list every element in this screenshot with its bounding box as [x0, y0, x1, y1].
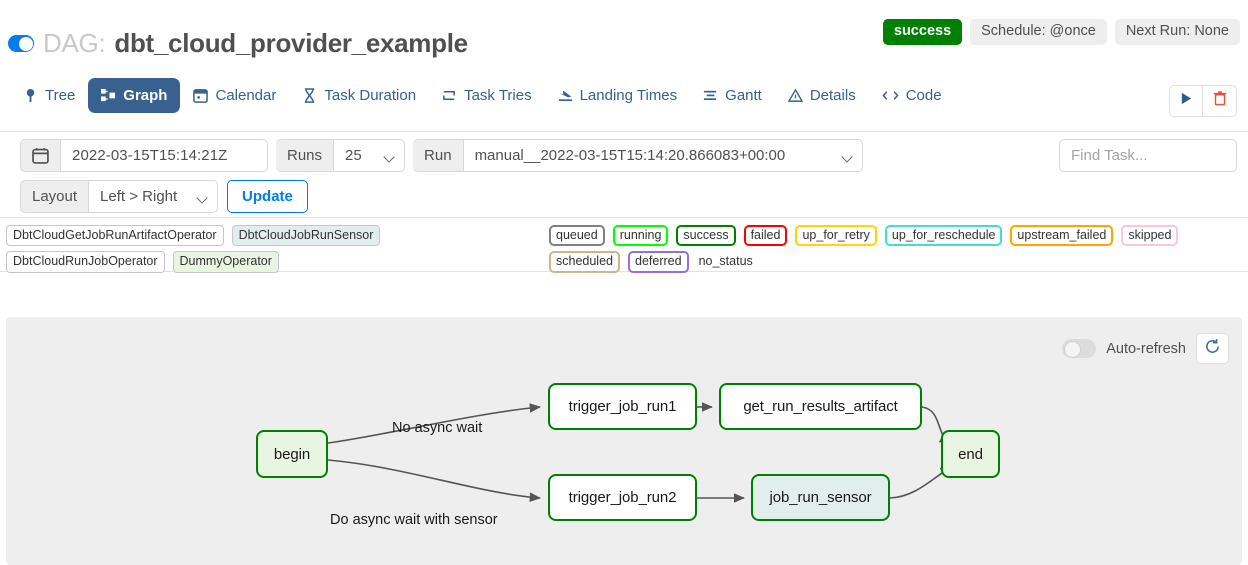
view-tabs-bar: Tree Graph Cal	[0, 70, 1248, 132]
status-chip-scheduled[interactable]: scheduled	[549, 251, 620, 273]
triangle-info-icon	[787, 88, 803, 103]
status-chip-skipped[interactable]: skipped	[1121, 225, 1179, 247]
play-icon	[1180, 92, 1193, 110]
operator-chip[interactable]: DummyOperator	[172, 251, 279, 273]
tab-landing-times[interactable]: Landing Times	[545, 78, 691, 113]
task-node-begin[interactable]: begin	[256, 430, 328, 478]
edge-label-no-async-wait: No async wait	[392, 420, 483, 436]
tab-gantt[interactable]: Gantt	[690, 78, 775, 113]
task-node-end[interactable]: end	[941, 430, 1000, 478]
trigger-dag-button[interactable]	[1169, 85, 1203, 117]
layout-label: Layout	[20, 180, 89, 213]
graph-canvas[interactable]: begin trigger_job_run1 get_run_results_a…	[6, 317, 1242, 565]
next-run-badge: Next Run: None	[1114, 19, 1240, 45]
tab-graph[interactable]: Graph	[88, 78, 181, 113]
task-node-job-run-sensor[interactable]: job_run_sensor	[751, 474, 890, 521]
auto-refresh-toggle[interactable]	[1062, 339, 1097, 358]
status-chip-up-for-reschedule[interactable]: up_for_reschedule	[884, 225, 1003, 247]
tab-details[interactable]: Details	[775, 78, 869, 113]
tab-calendar[interactable]: Calendar	[180, 78, 289, 113]
view-tabs: Tree Graph Cal	[10, 78, 955, 113]
runs-label: Runs	[276, 139, 334, 172]
find-task-input[interactable]: Find Task...	[1059, 139, 1237, 172]
status-chip-failed[interactable]: failed	[743, 225, 788, 247]
tab-task-duration[interactable]: Task Duration	[289, 78, 429, 113]
tab-label: Calendar	[215, 87, 277, 104]
calendar-icon	[193, 88, 209, 103]
status-badge: success	[882, 19, 963, 45]
tab-code[interactable]: Code	[869, 78, 955, 113]
runs-select[interactable]: 25	[333, 139, 406, 172]
status-chip-queued[interactable]: queued	[549, 225, 605, 247]
dag-pause-toggle-icon[interactable]	[8, 35, 34, 52]
operator-chip[interactable]: DbtCloudGetJobRunArtifactOperator	[6, 225, 224, 247]
retry-icon	[442, 88, 457, 103]
status-chip-upstream-failed[interactable]: upstream_failed	[1010, 225, 1114, 247]
task-node-trigger-job-run2[interactable]: trigger_job_run2	[548, 474, 697, 521]
refresh-icon	[1204, 338, 1221, 360]
tab-label: Tree	[45, 87, 76, 104]
tab-label: Task Tries	[464, 87, 532, 104]
auto-refresh-label: Auto-refresh	[1106, 340, 1186, 357]
calendar-icon	[32, 147, 49, 164]
hourglass-icon	[302, 88, 317, 103]
run-label: Run	[413, 139, 463, 172]
status-chip-success[interactable]: success	[676, 225, 736, 247]
operator-chip[interactable]: DbtCloudJobRunSensor	[231, 225, 381, 247]
task-node-get-run-results-artifact[interactable]: get_run_results_artifact	[719, 383, 922, 430]
legend-bar: DbtCloudGetJobRunArtifactOperator DbtClo…	[0, 218, 1248, 273]
landing-icon	[558, 88, 573, 103]
page-header: DAG: dbt_cloud_provider_example success …	[0, 0, 1248, 70]
tab-label: Gantt	[725, 87, 762, 104]
tab-task-tries[interactable]: Task Tries	[429, 78, 545, 113]
edge-label-do-async-wait: Do async wait with sensor	[330, 512, 498, 528]
operator-legend: DbtCloudGetJobRunArtifactOperator DbtClo…	[6, 225, 540, 273]
tab-label: Landing Times	[579, 87, 678, 104]
refresh-button[interactable]	[1196, 333, 1229, 364]
status-chip-running[interactable]: running	[612, 225, 669, 247]
status-chip-deferred[interactable]: deferred	[628, 251, 689, 273]
status-legend: queued running success failed up_for_ret…	[549, 225, 1243, 273]
graph-edges	[327, 402, 952, 503]
dag-prefix-label: DAG:	[43, 28, 106, 58]
tab-label: Task Duration	[324, 87, 417, 104]
header-badges: success Schedule: @once Next Run: None	[882, 19, 1240, 45]
task-node-trigger-job-run1[interactable]: trigger_job_run1	[548, 383, 697, 430]
trash-icon	[1213, 91, 1227, 111]
tab-label: Details	[809, 87, 856, 104]
schedule-badge: Schedule: @once	[970, 19, 1107, 45]
tree-icon	[23, 88, 38, 103]
status-chip-up-for-retry[interactable]: up_for_retry	[795, 225, 877, 247]
dag-name-label: dbt_cloud_provider_example	[114, 28, 468, 58]
tab-label: Code	[905, 87, 942, 104]
graph-icon	[101, 88, 116, 103]
operator-chip[interactable]: DbtCloudRunJobOperator	[6, 251, 165, 273]
base-date-input[interactable]: 2022-03-15T15:14:21Z	[60, 139, 268, 172]
dag-actions	[1169, 85, 1237, 117]
tab-label: Graph	[123, 87, 168, 104]
filter-bar: 2022-03-15T15:14:21Z Runs 25 Run manual_…	[0, 132, 1248, 218]
code-icon	[882, 88, 899, 103]
tab-tree[interactable]: Tree	[10, 78, 88, 113]
status-chip-no-status[interactable]: no_status	[698, 254, 753, 269]
update-button[interactable]: Update	[227, 180, 308, 213]
run-select[interactable]: manual__2022-03-15T15:14:20.866083+00:00	[462, 139, 863, 172]
dag-title: DAG: dbt_cloud_provider_example	[8, 28, 468, 59]
delete-dag-button[interactable]	[1203, 85, 1237, 117]
calendar-icon-addon[interactable]	[20, 139, 60, 172]
layout-select[interactable]: Left > Right	[88, 180, 219, 213]
gantt-icon	[703, 88, 718, 103]
graph-toolbar: Auto-refresh	[1062, 333, 1229, 364]
graph-panel: Auto-refresh begin trigge	[6, 317, 1242, 565]
